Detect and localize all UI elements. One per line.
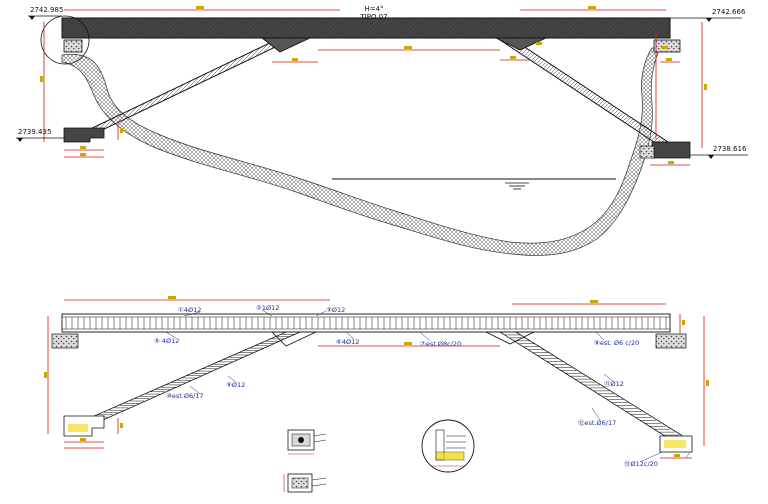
slope-label-line2: TIPO 07 (359, 13, 387, 21)
elevation-marker-mid-right: 2738.616 (690, 145, 748, 159)
rebar-label-stirrup-center: ⑦est.Ø8c/20 (420, 340, 461, 348)
elevation-label-mid-left: 2739.435 (18, 128, 51, 136)
left-abutment (63, 39, 83, 53)
lower-right-abutment (655, 333, 687, 349)
elevation-label-top-right: 2742.666 (712, 8, 746, 16)
rebar-label-mid-bar: ②1Ø12 (256, 304, 279, 312)
elevation-label-top-left: 2742.985 (30, 6, 63, 14)
lower-left-abutment (51, 333, 79, 349)
rebar-label-top-bar: ①4Ø12 (178, 306, 201, 314)
water-symbol (505, 182, 529, 190)
right-haunch-reinforcement (485, 331, 535, 345)
left-strut-reinforcement (75, 331, 301, 425)
elevation-marker-mid-left: 2739.435 (16, 128, 64, 142)
rebar-label-center-bar: ⑥4Ø12 (336, 338, 359, 346)
rebar-label-short-bar: ③Ø12 (326, 306, 345, 314)
elevation-label-mid-right: 2738.616 (713, 145, 747, 153)
lower-dimension-lines (47, 299, 705, 459)
section-detail-footing (283, 473, 327, 493)
section-detail-small (287, 429, 327, 455)
rebar-label-strut-right-main: ⑪Ø12 (604, 380, 624, 388)
upper-elevation-view: 2742.985 2742.666 2739.435 2738.616 H=4°… (16, 5, 748, 256)
lower-dimension-values (44, 296, 709, 457)
slope-label-line1: H=4° (364, 5, 383, 13)
left-footing (63, 127, 105, 143)
deck-stirrups (65, 317, 667, 329)
lower-left-footing-accent (68, 424, 88, 432)
rebar-leaders (165, 309, 691, 463)
upper-dimension-lines (43, 9, 703, 166)
elevation-marker-top-left: 2742.985 (28, 6, 63, 20)
lower-right-footing-accent (664, 440, 686, 448)
rebar-label-strut-left-main: ⑨Ø12 (226, 381, 245, 389)
left-strut (83, 39, 291, 133)
joint-detail-circle (421, 419, 475, 473)
rebar-label-strut-right-stirrup: ⑫est.Ø6/17 (578, 419, 616, 427)
detail-callout-circle (40, 15, 90, 65)
right-footing (651, 141, 691, 159)
rebar-label-foot-right: ⑬Ø12c/20 (624, 460, 658, 468)
left-haunch-reinforcement (271, 331, 317, 347)
rebar-label-bottom-bar: ⑤ 4Ø12 (154, 337, 179, 345)
right-footing-block (639, 145, 655, 159)
lower-reinforcement-view: ①4Ø12 ②1Ø12 ③Ø12 ⑤ 4Ø12 ⑥4Ø12 ⑦est.Ø8c/2… (44, 296, 709, 493)
elevation-marker-top-right: 2742.666 (670, 8, 746, 22)
deck-slab-hatch (62, 18, 670, 38)
upper-dimension-values (40, 6, 707, 164)
rebar-label-strut-left-stirrup: ⑩est.Ø6/17 (166, 392, 204, 400)
rebar-label-stirrup-right: ⑧est. Ø6 c/20 (594, 339, 639, 347)
